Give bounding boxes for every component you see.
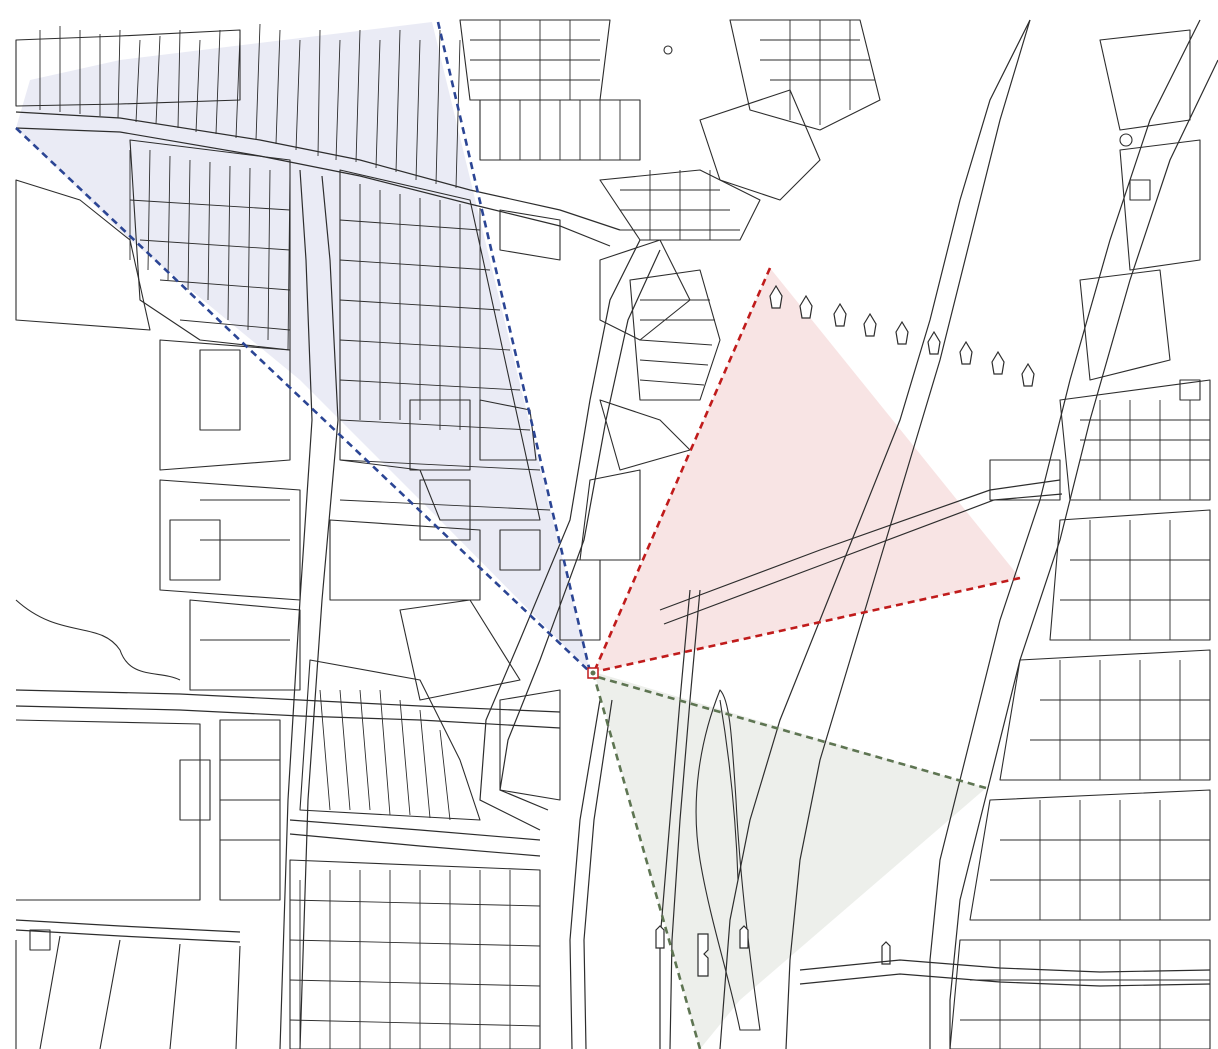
- viewshed-fill-north-west: [16, 22, 590, 672]
- viewshed-fill-north-east: [594, 268, 1020, 672]
- viewshed-ray-north-east-right: [593, 576, 1021, 674]
- viewshed-ray-north-east-left: [592, 267, 772, 673]
- building-outlines: [15, 19, 1218, 1049]
- plots-east: [799, 19, 1218, 1049]
- plots-west: [15, 179, 301, 1049]
- viewshed-ray-south-east-left: [592, 675, 702, 1049]
- bridge-piers: [655, 284, 1035, 977]
- viewshed-ray-north-west-right: [436, 21, 592, 673]
- observer-point-marker: [587, 667, 599, 679]
- viewshed-ray-south-east-right: [593, 674, 987, 790]
- river: [569, 19, 1063, 1049]
- viewshed-fills: [16, 22, 1020, 1049]
- plots-riverside: [479, 19, 881, 641]
- plots-north-west: [15, 19, 611, 571]
- plots-south-centre: [289, 519, 561, 1049]
- viewshed-fill-south-east: [594, 672, 986, 1049]
- viewshed-rays: [15, 21, 1021, 1049]
